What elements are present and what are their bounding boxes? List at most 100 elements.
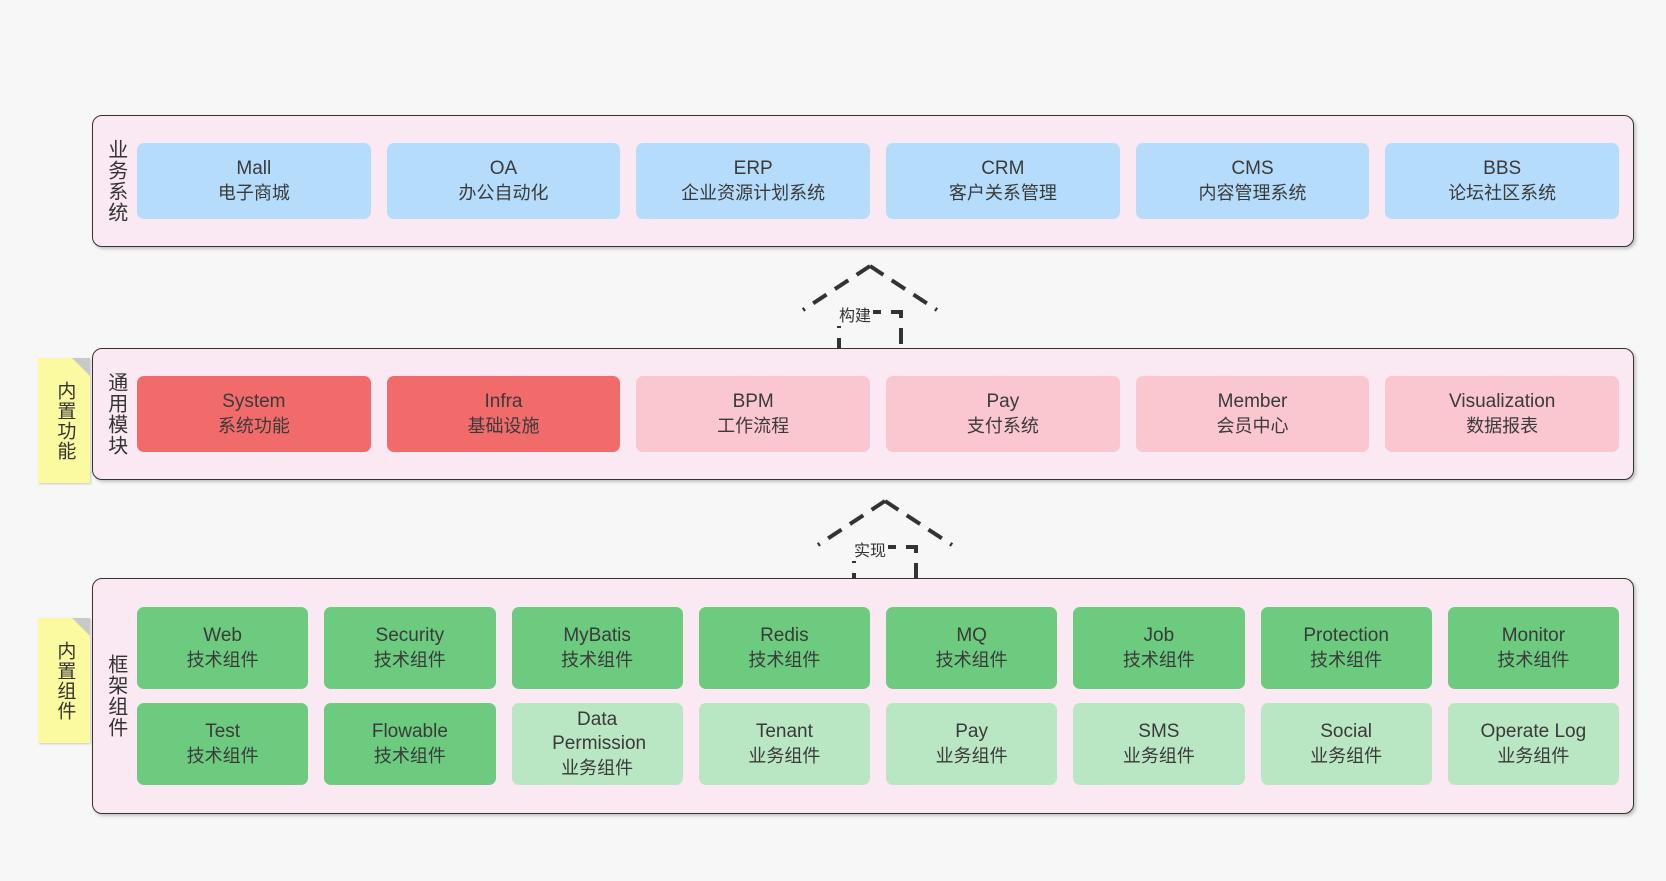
card-test[interactable]: Test 技术组件 bbox=[137, 703, 309, 785]
connector-label-build: 构建 bbox=[837, 302, 874, 326]
card-subtitle: 论坛社区系统 bbox=[1448, 182, 1557, 203]
card-title: Visualization bbox=[1449, 390, 1556, 412]
band-body-business-systems: Mall 电子商城 OA 办公自动化 ERP 企业资源计划系统 CRM 客户关系… bbox=[137, 116, 1633, 246]
card-subtitle: 技术组件 bbox=[748, 649, 821, 670]
band-business-systems: 业务系统 Mall 电子商城 OA 办公自动化 ERP 企业资源计划系统 CRM… bbox=[92, 115, 1634, 247]
card-title: BPM bbox=[732, 390, 774, 412]
card-row: Web 技术组件 Security 技术组件 MyBatis 技术组件 Redi… bbox=[137, 607, 1619, 689]
card-subtitle: 技术组件 bbox=[561, 649, 634, 670]
connector-implement: 实现 bbox=[810, 497, 960, 585]
band-common-modules: 通用模块 System 系统功能 Infra 基础设施 BPM 工作流程 Pay… bbox=[92, 348, 1634, 480]
card-title: Mall bbox=[236, 157, 272, 179]
card-subtitle: 业务组件 bbox=[935, 745, 1008, 766]
card-tenant[interactable]: Tenant 业务组件 bbox=[698, 703, 870, 785]
card-cms[interactable]: CMS 内容管理系统 bbox=[1135, 143, 1370, 219]
card-title: Pay bbox=[986, 390, 1020, 412]
card-member[interactable]: Member 会员中心 bbox=[1135, 376, 1370, 452]
card-sms[interactable]: SMS 业务组件 bbox=[1073, 703, 1245, 785]
card-data-permission[interactable]: Data Permission 业务组件 bbox=[511, 703, 683, 785]
card-title: Web bbox=[203, 624, 242, 646]
card-social[interactable]: Social 业务组件 bbox=[1260, 703, 1432, 785]
card-protection[interactable]: Protection 技术组件 bbox=[1260, 607, 1432, 689]
card-title: Redis bbox=[760, 624, 809, 646]
band-body-common-modules: System 系统功能 Infra 基础设施 BPM 工作流程 Pay 支付系统… bbox=[137, 349, 1633, 479]
card-subtitle: 办公自动化 bbox=[458, 182, 549, 203]
arrow-head-lines bbox=[816, 499, 954, 547]
band-label-framework-components: 框架组件 bbox=[104, 654, 127, 738]
card-subtitle: 支付系统 bbox=[966, 415, 1039, 436]
card-infra[interactable]: Infra 基础设施 bbox=[386, 376, 621, 452]
card-subtitle: 技术组件 bbox=[373, 649, 446, 670]
band-body-framework-components: Web 技术组件 Security 技术组件 MyBatis 技术组件 Redi… bbox=[137, 579, 1633, 813]
card-subtitle: 技术组件 bbox=[373, 745, 446, 766]
band-framework-components: 框架组件 Web 技术组件 Security 技术组件 MyBatis 技术组件… bbox=[92, 578, 1634, 814]
card-title: MQ bbox=[956, 624, 987, 646]
card-subtitle: 技术组件 bbox=[186, 745, 259, 766]
card-mall[interactable]: Mall 电子商城 bbox=[137, 143, 371, 219]
card-subtitle: 技术组件 bbox=[1310, 649, 1383, 670]
card-subtitle: 内容管理系统 bbox=[1198, 182, 1307, 203]
card-subtitle: 数据报表 bbox=[1466, 415, 1539, 436]
card-visualization[interactable]: Visualization 数据报表 bbox=[1385, 376, 1620, 452]
card-title: ERP bbox=[733, 157, 773, 179]
card-title: Social bbox=[1320, 720, 1372, 742]
card-system[interactable]: System 系统功能 bbox=[137, 376, 371, 452]
band-label-business-systems: 业务系统 bbox=[104, 139, 127, 223]
card-title: Tenant bbox=[755, 720, 813, 742]
card-title: MyBatis bbox=[563, 624, 631, 646]
card-subtitle: 技术组件 bbox=[186, 649, 259, 670]
card-monitor[interactable]: Monitor 技术组件 bbox=[1447, 607, 1619, 689]
sticky-note-builtin-features: 内置功能 bbox=[38, 358, 90, 483]
card-subtitle: 客户关系管理 bbox=[948, 182, 1057, 203]
card-subtitle: 业务组件 bbox=[561, 758, 634, 778]
card-subtitle: 系统功能 bbox=[217, 415, 290, 436]
card-subtitle: 业务组件 bbox=[1497, 745, 1570, 766]
sticky-fold-corner-icon bbox=[72, 358, 90, 376]
card-title: OA bbox=[489, 157, 518, 179]
sticky-note-label: 内置组件 bbox=[54, 640, 76, 721]
card-row: Mall 电子商城 OA 办公自动化 ERP 企业资源计划系统 CRM 客户关系… bbox=[137, 143, 1620, 219]
card-title: BBS bbox=[1483, 157, 1522, 179]
card-bpm[interactable]: BPM 工作流程 bbox=[636, 376, 871, 452]
card-subtitle: 技术组件 bbox=[935, 649, 1008, 670]
card-bbs[interactable]: BBS 论坛社区系统 bbox=[1385, 143, 1620, 219]
card-subtitle: 业务组件 bbox=[1122, 745, 1195, 766]
card-erp[interactable]: ERP 企业资源计划系统 bbox=[636, 143, 871, 219]
card-pay[interactable]: Pay 支付系统 bbox=[886, 376, 1120, 452]
card-operate-log[interactable]: Operate Log 业务组件 bbox=[1447, 703, 1619, 785]
card-subtitle: 基础设施 bbox=[467, 415, 540, 436]
card-redis[interactable]: Redis 技术组件 bbox=[698, 607, 870, 689]
card-title: SMS bbox=[1138, 720, 1180, 742]
card-title: Job bbox=[1143, 624, 1175, 646]
connector-label-implement: 实现 bbox=[852, 537, 889, 561]
card-crm[interactable]: CRM 客户关系管理 bbox=[886, 143, 1120, 219]
card-row: Test 技术组件 Flowable 技术组件 Data Permission … bbox=[137, 703, 1619, 785]
card-title: CRM bbox=[981, 157, 1025, 179]
card-security[interactable]: Security 技术组件 bbox=[324, 607, 496, 689]
card-oa[interactable]: OA 办公自动化 bbox=[386, 143, 621, 219]
band-label-common-modules: 通用模块 bbox=[104, 372, 127, 456]
card-row: System 系统功能 Infra 基础设施 BPM 工作流程 Pay 支付系统… bbox=[137, 376, 1620, 452]
sticky-note-label: 内置功能 bbox=[54, 380, 76, 461]
card-subtitle: 技术组件 bbox=[1122, 649, 1195, 670]
card-title: Data Permission bbox=[552, 708, 647, 755]
card-title: Operate Log bbox=[1480, 720, 1587, 742]
card-title: Test bbox=[205, 720, 241, 742]
card-title: System bbox=[222, 390, 286, 412]
card-title: Protection bbox=[1303, 624, 1389, 646]
card-mybatis[interactable]: MyBatis 技术组件 bbox=[511, 607, 683, 689]
card-subtitle: 业务组件 bbox=[1310, 745, 1383, 766]
card-web[interactable]: Web 技术组件 bbox=[137, 607, 309, 689]
card-title: Security bbox=[375, 624, 445, 646]
card-title: Member bbox=[1217, 390, 1288, 412]
card-subtitle: 工作流程 bbox=[717, 415, 790, 436]
card-subtitle: 会员中心 bbox=[1216, 415, 1289, 436]
arrow-head-lines bbox=[801, 264, 939, 312]
card-flowable[interactable]: Flowable 技术组件 bbox=[324, 703, 496, 785]
card-mq[interactable]: MQ 技术组件 bbox=[886, 607, 1058, 689]
card-title: CMS bbox=[1231, 157, 1274, 179]
card-title: Infra bbox=[484, 390, 523, 412]
card-title: Monitor bbox=[1501, 624, 1566, 646]
card-job[interactable]: Job 技术组件 bbox=[1073, 607, 1245, 689]
card-pay-component[interactable]: Pay 业务组件 bbox=[886, 703, 1058, 785]
